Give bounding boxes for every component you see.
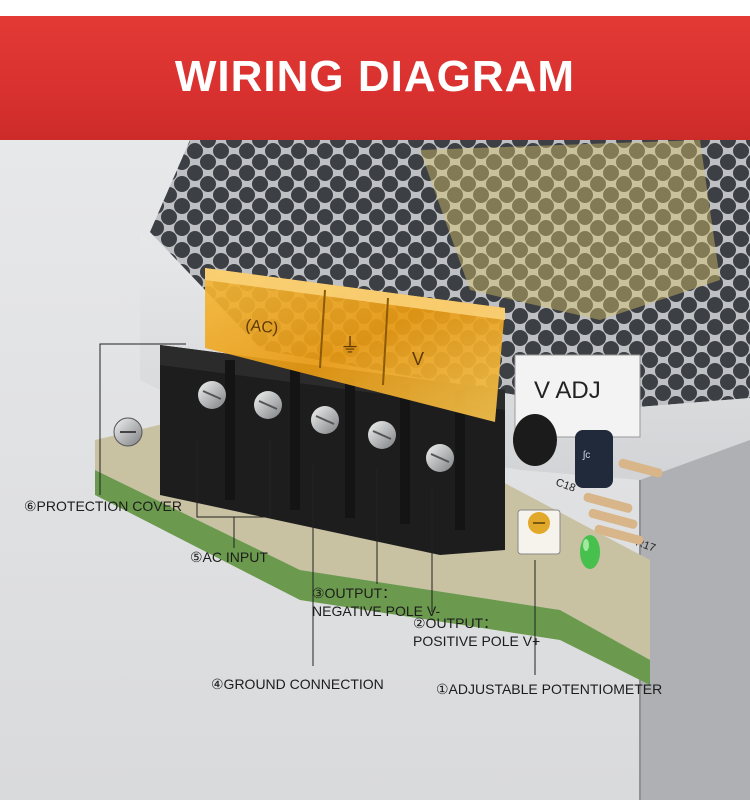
header-banner	[0, 16, 750, 140]
callout-output-negative: ③OUTPUT： NEGATIVE POLE V-	[312, 584, 440, 620]
callout-ac-input: ⑤AC INPUT	[190, 549, 268, 565]
cover-output-label: V	[412, 349, 424, 369]
terminal-screws	[198, 381, 454, 472]
callout-ground: ④GROUND CONNECTION	[211, 676, 384, 692]
cover-ground-symbol: ⏚	[340, 333, 360, 357]
protection-cover: (AC) ⏚ V	[205, 268, 505, 422]
cover-label-ac: (AC)	[245, 317, 279, 337]
svg-text:ʃc: ʃc	[582, 450, 590, 461]
callout-output-positive: ②OUTPUT： POSITIVE POLE V+	[413, 614, 540, 650]
callout-potentiometer: ①ADJUSTABLE POTENTIOMETER	[436, 681, 663, 697]
product-photo: V ADJ C18 R17 ʃc	[0, 140, 750, 800]
page-title: WIRING DIAGRAM	[174, 52, 576, 101]
resistors	[583, 458, 663, 545]
callout-output-negative-line1: ③OUTPUT：	[312, 585, 397, 601]
callout-output-negative-line2: NEGATIVE POLE V-	[312, 603, 441, 619]
power-supply-illustration: V ADJ C18 R17 ʃc	[0, 140, 750, 800]
callout-output-positive-line2: POSITIVE POLE V+	[413, 633, 541, 649]
callout-protection-cover: ⑥PROTECTION COVER	[24, 498, 183, 514]
adj-label: V ADJ	[534, 377, 601, 404]
potentiometer	[517, 509, 561, 555]
callout-output-positive-line1: ②OUTPUT：	[413, 615, 498, 631]
